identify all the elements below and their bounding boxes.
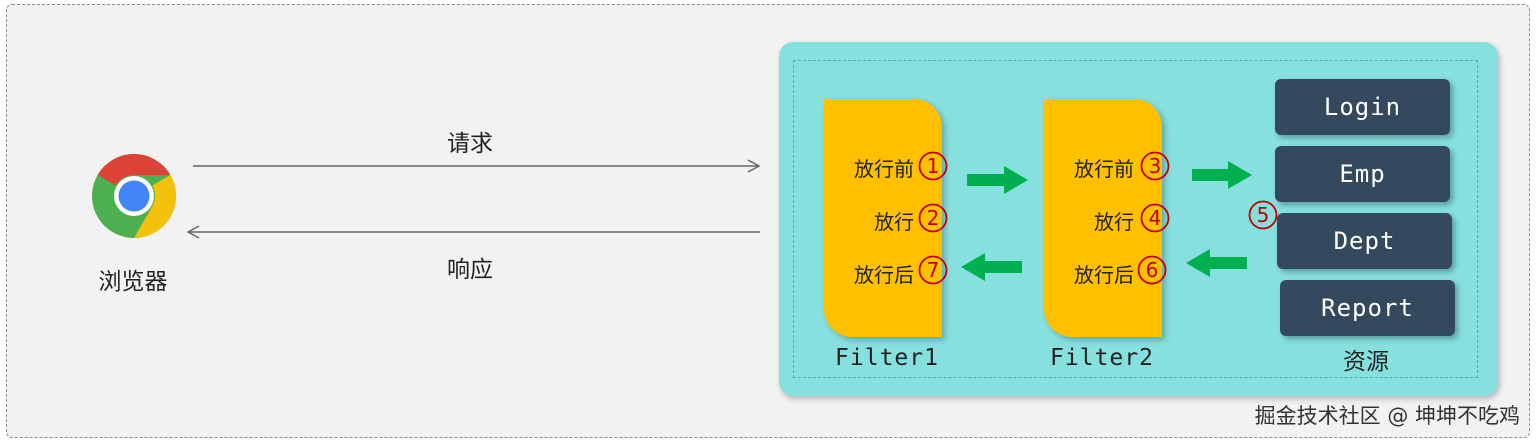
filter1-step-after: 放行后 [854, 263, 914, 287]
filter2-step-pass: 放行 [1094, 210, 1134, 234]
filter2-label: Filter2 [1050, 345, 1154, 371]
watermark: 掘金技术社区 @ 坤坤不吃鸡 [1254, 404, 1520, 428]
response-label: 响应 [447, 257, 493, 283]
resource-login[interactable]: Login [1275, 79, 1450, 135]
filter2-step-before: 放行前 [1074, 157, 1134, 181]
browser-label: 浏览器 [98, 269, 168, 295]
resource-emp[interactable]: Emp [1275, 146, 1450, 202]
request-label: 请求 [447, 131, 493, 157]
resource-report[interactable]: Report [1280, 280, 1455, 336]
filter1-label: Filter1 [835, 345, 939, 371]
filter1-step-pass: 放行 [874, 210, 914, 234]
resource-dept[interactable]: Dept [1277, 213, 1452, 269]
filter2-step-after: 放行后 [1074, 263, 1134, 287]
server-inner-border [793, 60, 1478, 378]
resources-label: 资源 [1343, 349, 1389, 375]
chrome-browser-icon [92, 153, 177, 239]
filter1-step-before: 放行前 [854, 157, 914, 181]
